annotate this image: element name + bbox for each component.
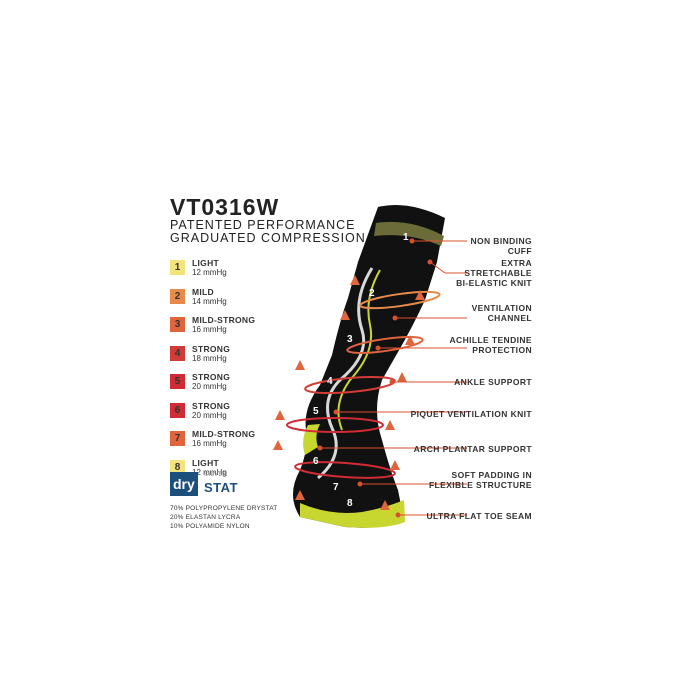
feature-label: ACHILLE TENDINE PROTECTION [449,335,532,355]
zone-number: 4 [327,376,333,387]
level-item: 5 STRONG 20 mmHg [170,372,310,401]
arrow-icon [340,310,350,320]
level-number-badge: 4 [170,345,185,361]
feature-label: SOFT PADDING IN FLEXIBLE STRUCTURE [428,470,532,490]
feature-label: NON BINDING CUFF [470,236,532,256]
level-name: STRONG [192,343,231,354]
level-pressure: 20 mmHg [192,410,227,420]
level-item: 3 MILD-STRONG 16 mmHg [170,315,310,344]
leader-dot [375,345,381,351]
arrow-icon [405,335,415,345]
level-number-badge: 2 [170,288,185,304]
logo-stat: STAT [204,480,239,495]
level-pressure: 12 mmHg [192,467,227,477]
leader-dot [389,379,395,385]
compression-ring [294,461,396,479]
compression-ring [346,336,424,354]
level-item: 8 LIGHT 12 mmHg [170,458,310,487]
feature-label: ULTRA FLAT TOE SEAM [426,511,532,521]
toe-accent [300,500,405,528]
compression-ring [359,290,441,310]
material-line: 70% POLYPROPYLENE DRYSTAT [170,505,278,512]
compression-levels-legend: 1 LIGHT 12 mmHg 2 MILD 14 mmHg 3 MILD-ST… [170,258,310,486]
compression-ring [286,417,384,433]
arrow-icon [397,372,407,382]
subtitle-line-1: PATENTED PERFORMANCE [170,218,356,232]
level-name: MILD-STRONG [192,429,256,439]
leader-dot [395,512,401,518]
arrow-icon [295,360,305,370]
logo-dry: dry [170,472,198,496]
feature-label: EXTRA STRETCHABLE BI-ELASTIC KNIT [456,258,532,288]
level-pressure: 18 mmHg [192,353,227,363]
material-line: 10% POLYAMIDE NYLON [170,523,250,530]
level-number-badge: 8 [170,459,185,475]
arrow-icon [350,275,360,285]
material-composition: 70% POLYPROPYLENE DRYSTAT 20% ELASTAN LY… [170,504,277,531]
leader-dot [333,409,339,415]
leader-line [429,261,446,274]
level-number-badge: 6 [170,402,185,418]
leader-dot [427,259,433,265]
zone-number: 6 [313,456,319,467]
level-pressure: 12 mmHg [192,268,227,277]
level-name: STRONG [192,400,231,411]
zone-number: 3 [347,334,353,345]
level-number-badge: 1 [170,260,185,275]
level-name: MILD [192,286,214,297]
feature-label: PIQUET VENTILATION KNIT [410,409,532,419]
logo-silver: SILVER [204,472,228,478]
level-pressure: 14 mmHg [192,296,227,306]
level-pressure: 20 mmHg [192,382,227,391]
leader-dot [357,481,363,487]
level-name: LIGHT [192,258,219,268]
arrow-icon [380,500,390,510]
zone-number: 8 [347,498,353,509]
level-item: 6 STRONG 20 mmHg [170,401,310,430]
drystat-logo: dry SILVER STAT [170,472,238,496]
level-number-badge: 3 [170,317,185,332]
arrow-icon [385,420,395,430]
feature-label: ARCH PLANTAR SUPPORT [413,444,532,454]
level-pressure: 16 mmHg [192,325,227,334]
level-item: 4 STRONG 18 mmHg [170,344,310,373]
leader-dot [317,445,323,451]
feature-label: VENTILATION CHANNEL [471,303,532,323]
level-name: LIGHT [192,457,219,468]
level-item: 2 MILD 14 mmHg [170,287,310,316]
arrow-icon [390,460,400,470]
zone-number: 2 [369,288,375,299]
zone-number: 5 [313,406,319,417]
feature-label: ANKLE SUPPORT [454,377,532,387]
level-number-badge: 5 [170,374,185,389]
zone-number: 7 [333,482,339,493]
leader-dot [409,238,415,244]
material-line: 20% ELASTAN LYCRA [170,514,241,521]
level-name: MILD-STRONG [192,315,256,325]
subtitle-line-2: GRADUATED COMPRESSION [170,231,366,245]
arrow-icon [275,410,285,420]
level-name: STRONG [192,372,231,382]
arrow-icon [415,290,425,300]
leader-dot [392,315,398,321]
compression-ring [304,375,396,395]
arrow-icon [295,490,305,500]
model-title: VT0316W [170,194,280,220]
header: VT0316W PATENTED PERFORMANCE GRADUATED C… [170,195,366,245]
level-item: 1 LIGHT 12 mmHg [170,258,310,287]
arrow-icon [273,440,283,450]
sock-body [293,205,445,528]
level-pressure: 16 mmHg [192,439,227,448]
level-number-badge: 7 [170,431,185,446]
level-item: 7 MILD-STRONG 16 mmHg [170,429,310,458]
zone-number: 1 [403,232,409,243]
cuff-band [374,221,444,246]
compression-arrows [273,275,425,510]
